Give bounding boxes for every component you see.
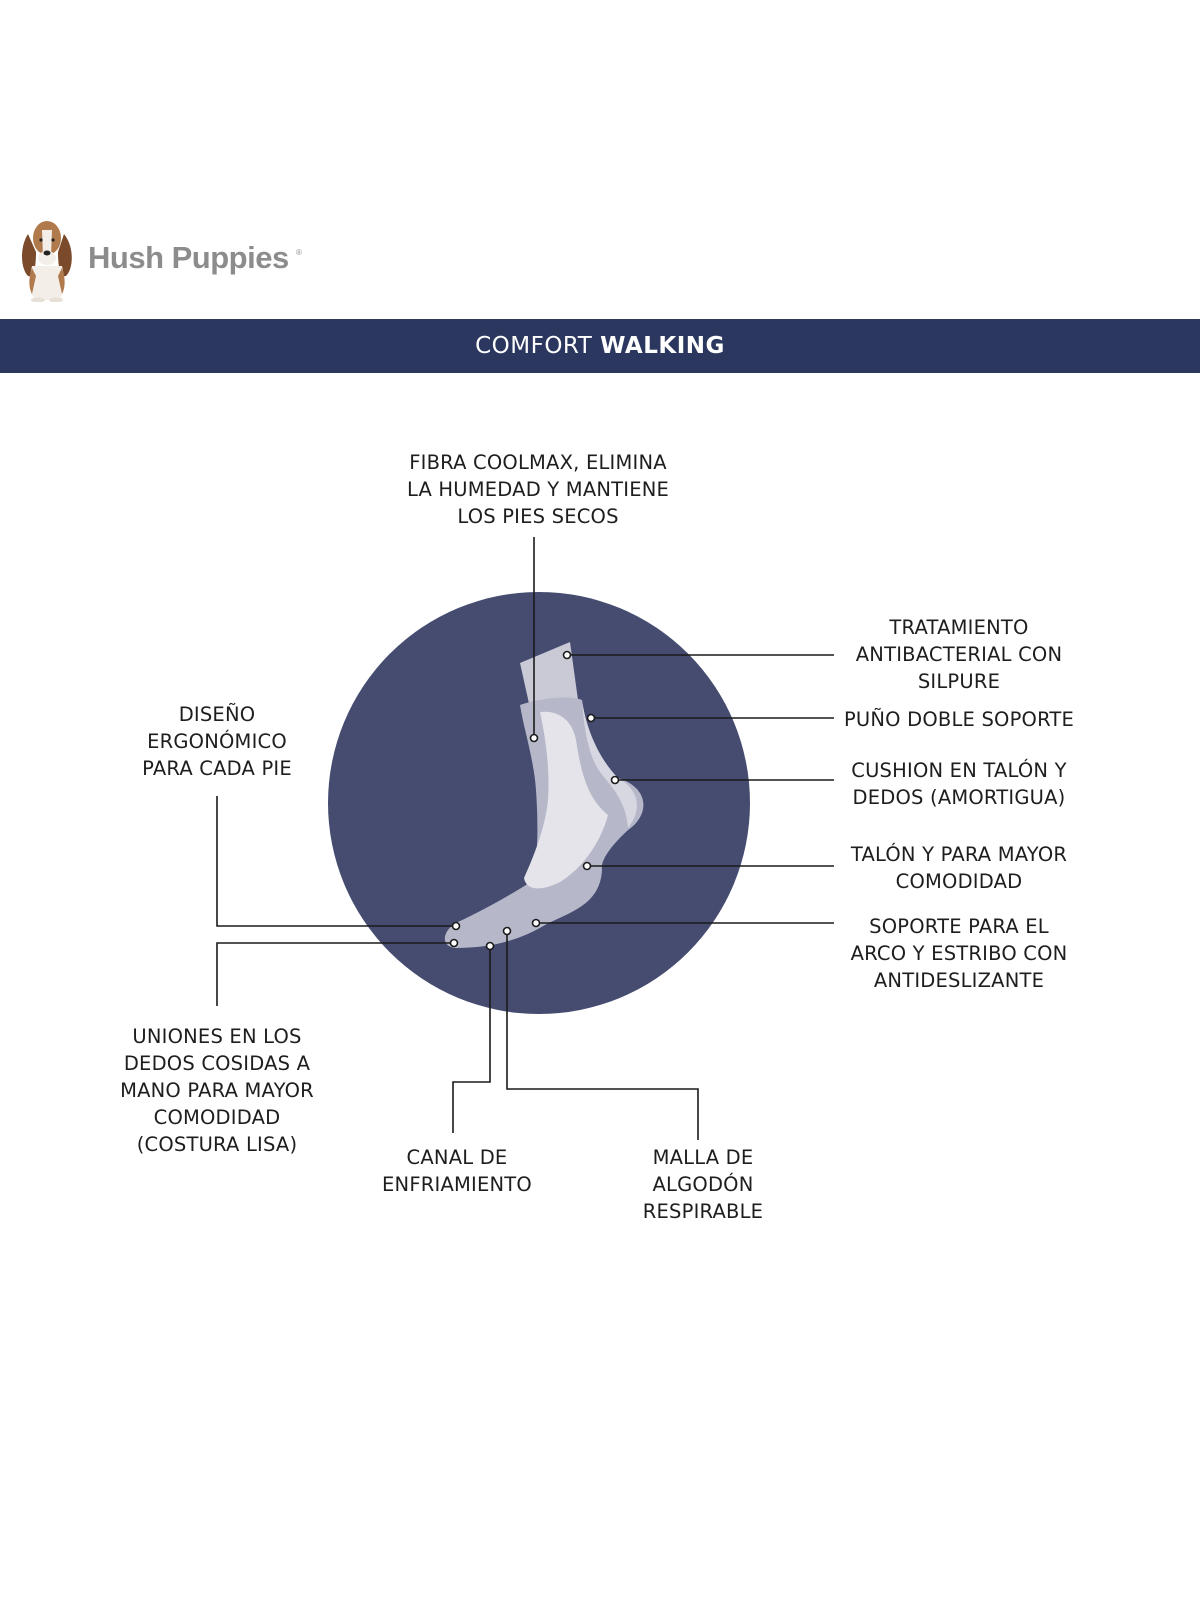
- banner: COMFORT WALKING: [0, 319, 1200, 373]
- label-cooling: CANAL DE ENFRIAMIENTO: [382, 1146, 532, 1196]
- anchor-points: [449, 650, 620, 951]
- banner-title-light: COMFORT: [475, 333, 593, 359]
- label-heel: TALÓN Y PARA MAYOR COMODIDAD: [850, 843, 1068, 893]
- label-mesh: MALLA DE ALGODÓN RESPIRABLE: [642, 1146, 764, 1223]
- basset-hound-icon: [22, 221, 72, 302]
- leader-lines: [216, 537, 834, 1140]
- leader-toe-seams: [216, 942, 454, 1006]
- brand-name: Hush Puppies: [88, 240, 289, 275]
- label-antibacterial: TRATAMIENTO ANTIBACTERIAL CON SILPURE: [855, 616, 1063, 693]
- anchor-heel: [582, 861, 592, 871]
- label-coolmax: FIBRA COOLMAX, ELIMINA LA HUMEDAD Y MANT…: [406, 451, 670, 528]
- anchor-ergonomic: [451, 921, 461, 931]
- leader-ergonomic: [216, 796, 456, 927]
- registered-mark: ®: [296, 248, 302, 257]
- anchor-antibacterial: [562, 650, 572, 660]
- anchor-arch: [531, 918, 541, 928]
- label-cushion: CUSHION EN TALÓN Y DEDOS (AMORTIGUA): [851, 759, 1067, 809]
- brand-logo[interactable]: Hush Puppies ®: [18, 216, 318, 306]
- anchor-toe-seams: [449, 938, 459, 948]
- label-toe-seams: UNIONES EN LOS DEDOS COSIDAS A MANO PARA…: [120, 1025, 314, 1156]
- anchor-coolmax: [529, 733, 539, 743]
- anchor-cooling: [485, 941, 495, 951]
- banner-title-bold: WALKING: [600, 333, 725, 359]
- anchor-cushion: [610, 775, 620, 785]
- label-ergonomic: DISEÑO ERGONÓMICO PARA CADA PIE: [142, 703, 292, 780]
- label-arch: SOPORTE PARA EL ARCO Y ESTRIBO CON ANTID…: [850, 915, 1068, 992]
- leader-mesh: [506, 931, 699, 1140]
- label-cuff: PUÑO DOBLE SOPORTE: [843, 708, 1075, 731]
- leader-cooling: [452, 946, 491, 1133]
- anchor-mesh: [502, 926, 512, 936]
- anchor-cuff: [586, 713, 596, 723]
